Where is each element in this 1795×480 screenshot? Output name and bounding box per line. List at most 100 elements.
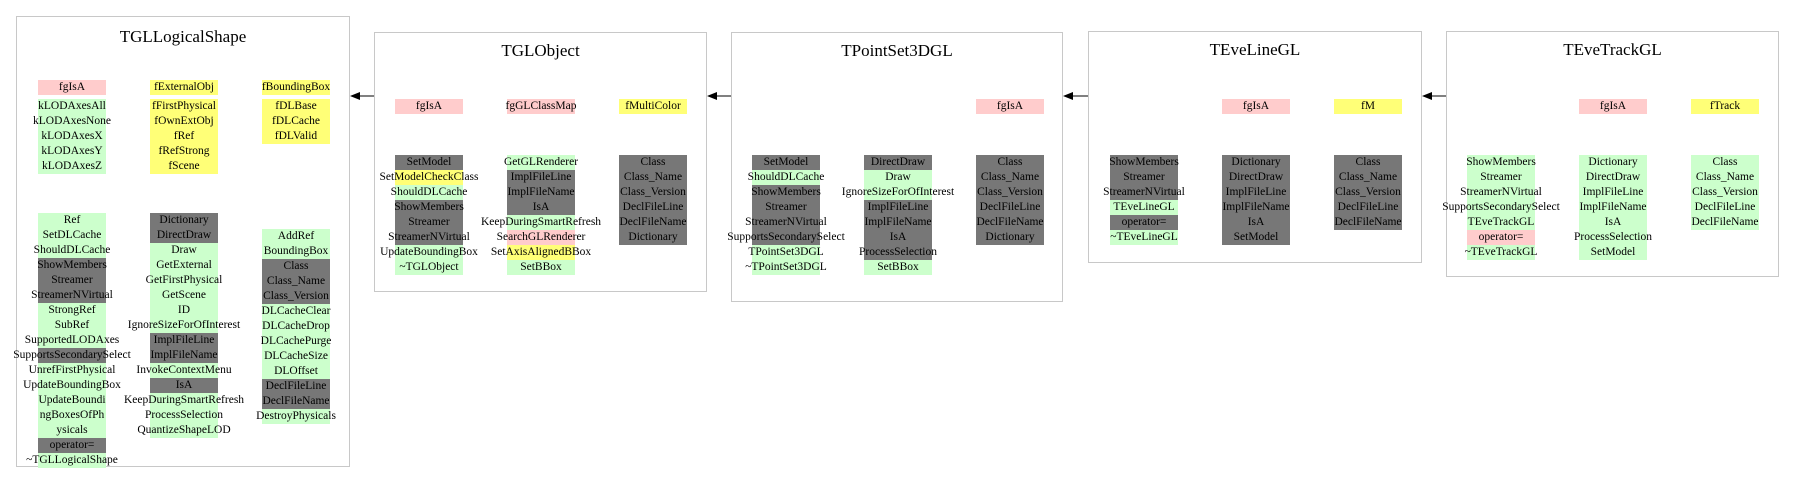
attribute-item[interactable]: fRefStrong: [150, 144, 218, 159]
method-item[interactable]: InvokeContextMenu: [136, 363, 232, 378]
method-item[interactable]: Dictionary: [976, 230, 1044, 245]
method-item[interactable]: ~TEveLineGL: [1110, 230, 1178, 245]
method-item[interactable]: ImplFileName: [1222, 200, 1290, 215]
method-item[interactable]: Draw: [150, 243, 218, 258]
method-item[interactable]: GetScene: [150, 288, 218, 303]
method-item[interactable]: DirectDraw: [864, 155, 932, 170]
method-item[interactable]: Streamer: [395, 215, 463, 230]
method-item[interactable]: ShouldDLCache: [391, 185, 467, 200]
method-item[interactable]: SupportsSecondarySelect: [13, 348, 131, 363]
method-item[interactable]: ShowMembers: [394, 200, 464, 215]
method-item[interactable]: ProcessSelection: [1574, 230, 1652, 245]
method-item[interactable]: Class_Version: [1334, 185, 1402, 200]
method-item[interactable]: Dictionary: [150, 213, 218, 228]
method-item[interactable]: Dictionary: [1222, 155, 1290, 170]
attribute-item[interactable]: fRef: [150, 129, 218, 144]
method-item[interactable]: Class_Version: [1691, 185, 1759, 200]
method-item[interactable]: Streamer: [752, 200, 820, 215]
method-item[interactable]: ShouldDLCache: [748, 170, 824, 185]
attribute-item[interactable]: fgGLClassMap: [506, 99, 576, 114]
attribute-item[interactable]: fgIsA: [1579, 99, 1647, 114]
attribute-item[interactable]: fgIsA: [1222, 99, 1290, 114]
attribute-item[interactable]: kLODAxesNone: [33, 114, 111, 129]
method-item[interactable]: ImplFileName: [150, 348, 218, 363]
attribute-item[interactable]: fDLBase: [262, 99, 330, 114]
method-item[interactable]: ImplFileName: [864, 215, 932, 230]
method-item[interactable]: SupportedLODAxes: [25, 333, 119, 348]
method-item[interactable]: StrongRef: [38, 303, 106, 318]
method-item[interactable]: DirectDraw: [1222, 170, 1290, 185]
method-item[interactable]: IsA: [1222, 215, 1290, 230]
method-item[interactable]: SetBBox: [864, 260, 932, 275]
method-item[interactable]: DeclFileName: [619, 215, 687, 230]
method-item[interactable]: DeclFileLine: [262, 379, 330, 394]
attribute-item[interactable]: fgIsA: [395, 99, 463, 114]
method-item[interactable]: ImplFileLine: [1579, 185, 1647, 200]
method-item[interactable]: DLOffset: [262, 364, 330, 379]
method-item[interactable]: DeclFileLine: [1334, 200, 1402, 215]
method-item[interactable]: KeepDuringSmartRefresh: [124, 393, 244, 408]
method-item[interactable]: ~TEveTrackGL: [1465, 245, 1537, 260]
method-item[interactable]: SetBBox: [507, 260, 575, 275]
method-item[interactable]: DeclFileLine: [619, 200, 687, 215]
method-item[interactable]: KeepDuringSmartRefresh: [481, 215, 601, 230]
method-item[interactable]: DLCachePurge: [261, 334, 331, 349]
method-item[interactable]: ShowMembers: [37, 258, 107, 273]
method-item[interactable]: Class_Name: [619, 170, 687, 185]
method-item[interactable]: DLCacheClear: [262, 304, 330, 319]
method-item[interactable]: ProcessSelection: [859, 245, 937, 260]
method-item[interactable]: Class_Version: [619, 185, 687, 200]
method-item[interactable]: DeclFileLine: [1691, 200, 1759, 215]
method-item[interactable]: Streamer: [38, 273, 106, 288]
method-item[interactable]: QuantizeShapeLOD: [137, 423, 231, 438]
method-item[interactable]: DestroyPhysicals: [256, 409, 336, 424]
method-item[interactable]: StreamerNVirtual: [1460, 185, 1542, 200]
method-item[interactable]: SetModel: [1579, 245, 1647, 260]
method-item[interactable]: ~TPointSet3DGL: [745, 260, 827, 275]
method-item[interactable]: DirectDraw: [1579, 170, 1647, 185]
method-item[interactable]: DeclFileLine: [976, 200, 1044, 215]
method-item[interactable]: Dictionary: [619, 230, 687, 245]
method-item[interactable]: SetModel: [1222, 230, 1290, 245]
method-item[interactable]: ImplFileLine: [150, 333, 218, 348]
method-item[interactable]: TPointSet3DGL: [748, 245, 824, 260]
method-item[interactable]: UpdateBoundingBox: [380, 245, 478, 260]
method-item[interactable]: SearchGLRenderer: [497, 230, 585, 245]
method-item[interactable]: StreamerNVirtual: [1103, 185, 1185, 200]
attribute-item[interactable]: fTrack: [1691, 99, 1759, 114]
method-item[interactable]: IsA: [864, 230, 932, 245]
method-item[interactable]: ImplFileLine: [1222, 185, 1290, 200]
method-item[interactable]: ShowMembers: [1466, 155, 1536, 170]
method-item[interactable]: IsA: [150, 378, 218, 393]
method-item[interactable]: ImplFileName: [1579, 200, 1647, 215]
attribute-item[interactable]: kLODAxesAll: [38, 99, 106, 114]
method-item[interactable]: IsA: [507, 200, 575, 215]
method-item[interactable]: operator=: [1467, 230, 1535, 245]
method-item[interactable]: Class_Name: [1334, 170, 1402, 185]
attribute-item[interactable]: fgIsA: [38, 80, 106, 95]
method-item[interactable]: SubRef: [38, 318, 106, 333]
method-item[interactable]: ImplFileLine: [864, 200, 932, 215]
method-item[interactable]: DeclFileName: [1691, 215, 1759, 230]
method-item[interactable]: BoundingBox: [262, 244, 330, 259]
method-item[interactable]: DirectDraw: [150, 228, 218, 243]
method-item[interactable]: ImplFileName: [507, 185, 575, 200]
method-item[interactable]: Class: [1691, 155, 1759, 170]
method-item[interactable]: TEveLineGL: [1110, 200, 1178, 215]
attribute-item[interactable]: fDLCache: [262, 114, 330, 129]
attribute-item[interactable]: fDLValid: [262, 129, 330, 144]
method-item[interactable]: DeclFileName: [1334, 215, 1402, 230]
method-item[interactable]: ID: [150, 303, 218, 318]
attribute-item[interactable]: kLODAxesZ: [38, 159, 106, 174]
method-item[interactable]: IsA: [1579, 215, 1647, 230]
method-item[interactable]: ShowMembers: [1109, 155, 1179, 170]
method-item[interactable]: GetFirstPhysical: [146, 273, 222, 288]
attribute-item[interactable]: fFirstPhysical: [150, 99, 218, 114]
attribute-item[interactable]: fOwnExtObj: [150, 114, 218, 129]
attribute-item[interactable]: fM: [1334, 99, 1402, 114]
attribute-item[interactable]: fMultiColor: [619, 99, 687, 114]
method-item[interactable]: UpdateBoundingBox: [23, 378, 121, 393]
method-item[interactable]: Class: [619, 155, 687, 170]
method-item[interactable]: DeclFileName: [262, 394, 330, 409]
method-item[interactable]: AddRef: [262, 229, 330, 244]
